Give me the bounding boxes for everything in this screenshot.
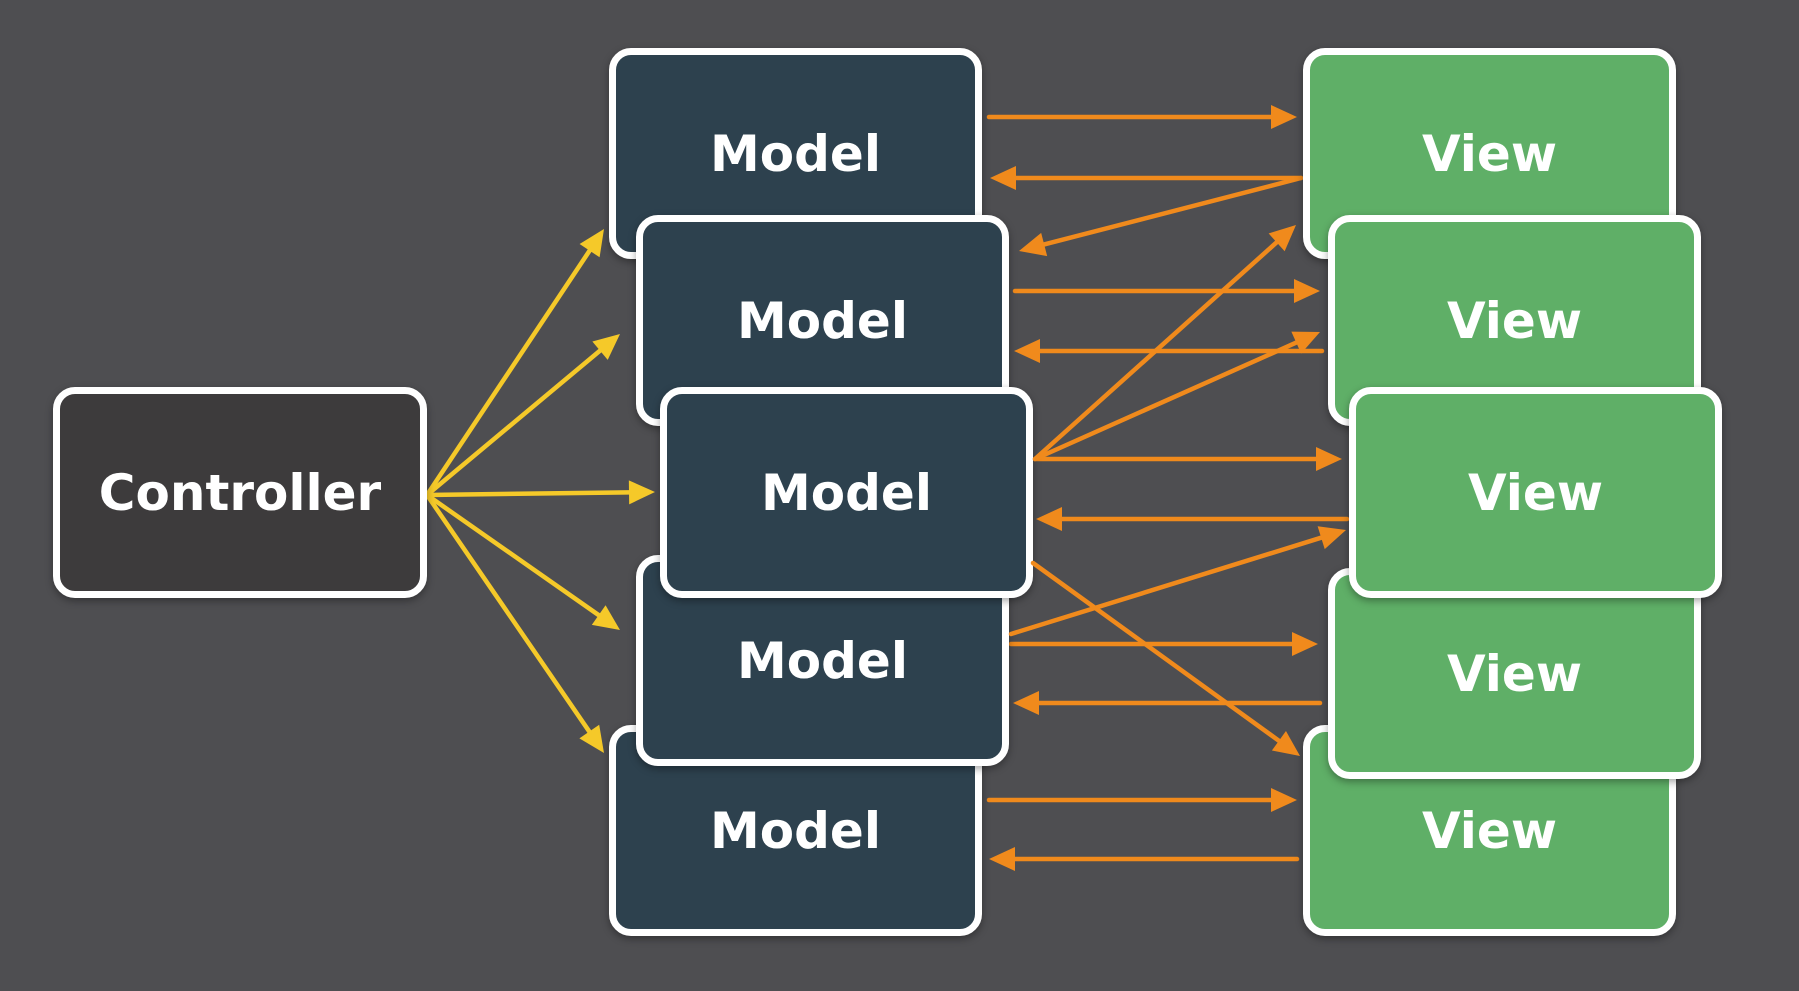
arrow-model-2-to-view-2 [1012,279,1320,303]
arrow-controller-to-model-5 [424,492,604,753]
model-label-3: Model [761,463,932,522]
arrow-view-4-to-model-4 [1013,691,1323,715]
controller-box: Controller [53,387,427,598]
arrow-model-1-to-view-1 [986,105,1297,129]
arrow-controller-to-model-2 [424,334,620,498]
model-label-5: Model [710,801,881,860]
view-label-4: View [1446,644,1583,703]
arrow-controller-to-model-4 [424,492,620,630]
arrow-controller-to-model-1 [424,229,604,498]
arrow-view-1-to-model-2 [1019,175,1304,257]
model-label-4: Model [737,631,908,690]
arrow-view-5-to-model-5 [989,847,1300,871]
view-label-3: View [1467,463,1604,522]
arrow-view-1-to-model-1 [990,166,1304,190]
arrow-model-4-to-view-4 [1008,632,1318,656]
view-box-3: View [1349,387,1722,598]
view-label-2: View [1446,291,1583,350]
arrow-model-3-to-view-3 [1032,447,1342,471]
model-label-2: Model [737,291,908,350]
model-label-1: Model [710,124,881,183]
view-label-5: View [1421,801,1558,860]
arrow-view-2-to-model-2 [1014,339,1325,363]
arrow-view-3-to-model-3 [1036,507,1350,531]
controller-label: Controller [98,463,382,522]
arrow-model-5-to-view-5 [986,788,1297,812]
view-label-1: View [1421,124,1558,183]
model-box-3: Model [660,387,1033,598]
view-box-4: View [1328,568,1701,779]
arrow-controller-to-model-3 [424,480,655,505]
